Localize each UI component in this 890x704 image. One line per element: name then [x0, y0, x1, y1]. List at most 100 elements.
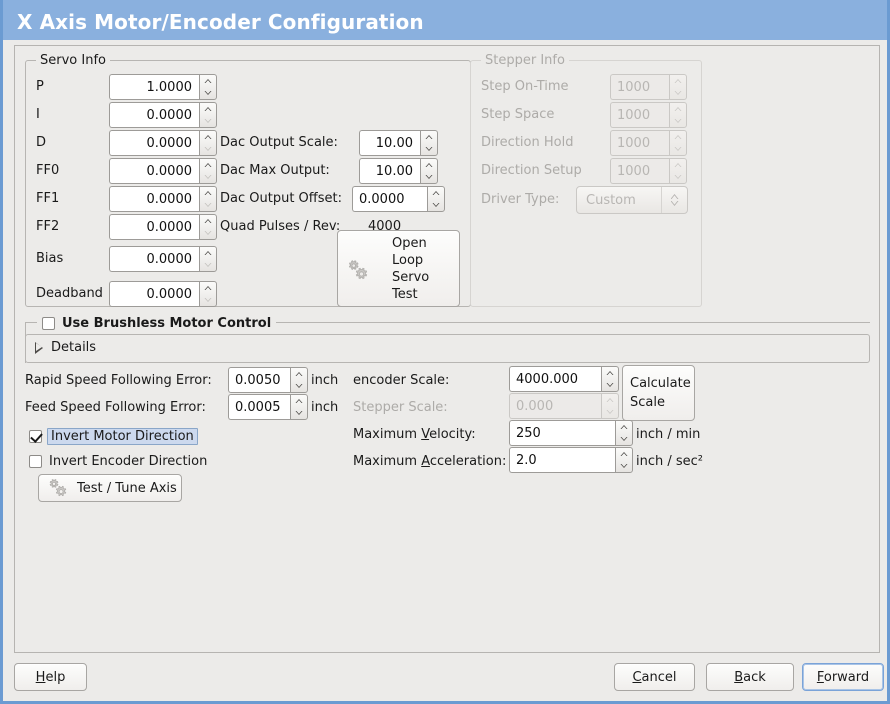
- back-button[interactable]: Back: [706, 663, 794, 691]
- servo-input-ff0-value[interactable]: 0.0000: [109, 158, 199, 184]
- maximum-acceleration-spinner[interactable]: [615, 447, 633, 473]
- servo-input-ff2-value[interactable]: 0.0000: [109, 214, 199, 240]
- use-brushless-motor-control-label: Use Brushless Motor Control: [62, 315, 272, 331]
- servo-input-deadband-spinner[interactable]: [199, 281, 217, 307]
- invert-encoder-direction-label: Invert Encoder Direction: [49, 453, 208, 469]
- spin-up-icon[interactable]: [200, 187, 216, 199]
- dac-output-scale-value[interactable]: 10.00: [359, 130, 420, 156]
- spin-down-icon[interactable]: [200, 227, 216, 239]
- rapid-speed-following-error-input[interactable]: 0.0050: [228, 367, 308, 393]
- servo-input-d-value[interactable]: 0.0000: [109, 130, 199, 156]
- spin-up-icon[interactable]: [200, 282, 216, 294]
- checkbox-box[interactable]: [42, 316, 55, 330]
- servo-input-bias-spinner[interactable]: [199, 246, 217, 272]
- rapid-error-spinner[interactable]: [290, 367, 308, 393]
- servo-input-ff1-value[interactable]: 0.0000: [109, 186, 199, 212]
- spin-up-icon[interactable]: [200, 103, 216, 115]
- spin-up-icon[interactable]: [200, 159, 216, 171]
- checkbox-box[interactable]: [29, 429, 42, 443]
- servo-input-p-spinner[interactable]: [199, 74, 217, 100]
- spin-down-icon[interactable]: [200, 87, 216, 99]
- spin-down-icon[interactable]: [421, 143, 437, 155]
- invert-motor-direction-checkbox[interactable]: Invert Motor Direction: [29, 427, 198, 445]
- servo-input-i-value[interactable]: 0.0000: [109, 102, 199, 128]
- servo-input-d[interactable]: 0.0000: [109, 130, 217, 156]
- feed-error-spinner[interactable]: [290, 394, 308, 420]
- dac-output-offset-spinner[interactable]: [427, 186, 445, 212]
- spin-down-icon[interactable]: [200, 115, 216, 127]
- maximum-acceleration-input[interactable]: 2.0: [509, 447, 633, 473]
- spin-down-icon[interactable]: [200, 199, 216, 211]
- spin-up-icon[interactable]: [291, 395, 307, 407]
- servo-input-deadband[interactable]: 0.0000: [109, 281, 217, 307]
- spin-down-icon[interactable]: [291, 380, 307, 392]
- servo-input-deadband-value[interactable]: 0.0000: [109, 281, 199, 307]
- servo-input-p[interactable]: 1.0000: [109, 74, 217, 100]
- spin-down-icon[interactable]: [200, 171, 216, 183]
- spin-down-icon[interactable]: [291, 407, 307, 419]
- spin-down-icon[interactable]: [421, 171, 437, 183]
- servo-input-p-value[interactable]: 1.0000: [109, 74, 199, 100]
- encoder-scale-spinner[interactable]: [601, 366, 619, 392]
- dac-output-scale-input[interactable]: 10.00: [359, 130, 438, 156]
- cancel-button[interactable]: Cancel: [614, 663, 695, 691]
- servo-input-i[interactable]: 0.0000: [109, 102, 217, 128]
- open-loop-servo-test-button[interactable]: Open Loop Servo Test: [337, 230, 460, 307]
- chevron-right-icon[interactable]: [35, 341, 43, 354]
- feed-speed-following-error-input[interactable]: 0.0005: [228, 394, 308, 420]
- spin-up-icon[interactable]: [200, 247, 216, 259]
- maximum-velocity-spinner[interactable]: [615, 420, 633, 446]
- dac-max-output-input[interactable]: 10.00: [359, 158, 438, 184]
- checkbox-box[interactable]: [29, 454, 42, 468]
- spin-up-icon[interactable]: [421, 159, 437, 171]
- invert-encoder-direction-checkbox[interactable]: Invert Encoder Direction: [29, 452, 207, 470]
- servo-input-ff2-spinner[interactable]: [199, 214, 217, 240]
- servo-input-i-spinner[interactable]: [199, 102, 217, 128]
- use-brushless-motor-control-checkbox[interactable]: Use Brushless Motor Control: [37, 314, 277, 332]
- encoder-scale-value[interactable]: 4000.000: [509, 366, 601, 392]
- spin-up-icon[interactable]: [291, 368, 307, 380]
- spin-up-icon[interactable]: [421, 131, 437, 143]
- forward-button[interactable]: Forward: [802, 663, 884, 691]
- servo-input-ff2[interactable]: 0.0000: [109, 214, 217, 240]
- step-space-input: 1000: [610, 102, 687, 128]
- spin-down-icon[interactable]: [428, 199, 444, 211]
- encoder-scale-input[interactable]: 4000.000: [509, 366, 619, 392]
- spin-up-icon[interactable]: [200, 75, 216, 87]
- step-on-time-label: Step On-Time: [481, 79, 569, 94]
- servo-input-bias[interactable]: 0.0000: [109, 246, 217, 272]
- spin-up-icon[interactable]: [428, 187, 444, 199]
- spin-up-icon[interactable]: [616, 421, 632, 433]
- maximum-acceleration-value[interactable]: 2.0: [509, 447, 615, 473]
- servo-input-ff1-spinner[interactable]: [199, 186, 217, 212]
- spin-down-icon[interactable]: [616, 433, 632, 445]
- dac-output-scale-spinner[interactable]: [420, 130, 438, 156]
- spin-up-icon[interactable]: [200, 131, 216, 143]
- spin-up-icon[interactable]: [602, 367, 618, 379]
- spin-down-icon[interactable]: [200, 294, 216, 306]
- servo-input-ff0[interactable]: 0.0000: [109, 158, 217, 184]
- help-button[interactable]: Help: [14, 663, 87, 691]
- servo-input-ff0-spinner[interactable]: [199, 158, 217, 184]
- feed-speed-following-error-value[interactable]: 0.0005: [228, 394, 290, 420]
- spin-down-icon[interactable]: [200, 259, 216, 271]
- spin-up-icon[interactable]: [200, 215, 216, 227]
- details-expander[interactable]: Details: [35, 340, 96, 355]
- servo-input-d-spinner[interactable]: [199, 130, 217, 156]
- dac-max-output-value[interactable]: 10.00: [359, 158, 420, 184]
- servo-input-ff1[interactable]: 0.0000: [109, 186, 217, 212]
- maximum-velocity-value[interactable]: 250: [509, 420, 615, 446]
- direction-hold-spinner: [669, 130, 687, 156]
- dac-max-output-spinner[interactable]: [420, 158, 438, 184]
- spin-down-icon[interactable]: [616, 460, 632, 472]
- spin-down-icon[interactable]: [200, 143, 216, 155]
- rapid-speed-following-error-value[interactable]: 0.0050: [228, 367, 290, 393]
- test-tune-axis-button[interactable]: Test / Tune Axis: [38, 474, 182, 502]
- spin-down-icon[interactable]: [602, 379, 618, 391]
- dac-output-offset-value[interactable]: 0.0000: [352, 186, 427, 212]
- servo-input-bias-value[interactable]: 0.0000: [109, 246, 199, 272]
- spin-up-icon[interactable]: [616, 448, 632, 460]
- dac-output-offset-input[interactable]: 0.0000: [352, 186, 445, 212]
- calculate-scale-button[interactable]: Calculate Scale: [622, 365, 695, 421]
- maximum-velocity-input[interactable]: 250: [509, 420, 633, 446]
